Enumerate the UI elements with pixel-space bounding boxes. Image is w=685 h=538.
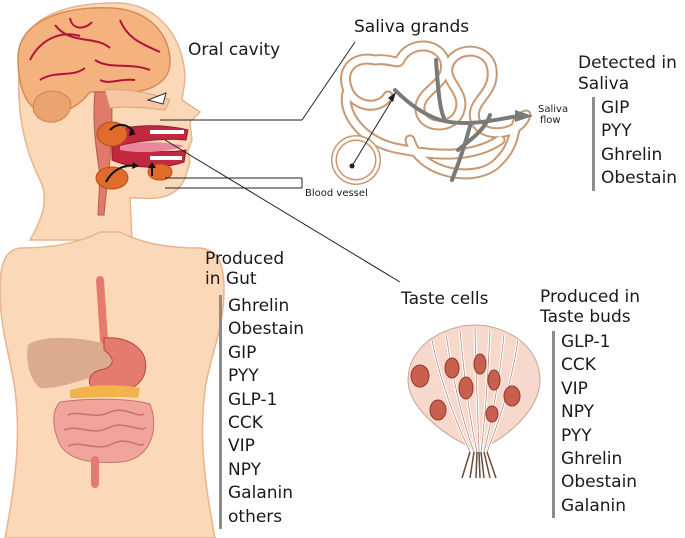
esophagus: [96, 276, 108, 344]
eye: [146, 92, 167, 105]
list-item: Galanin: [228, 483, 294, 504]
list-item: CCK: [228, 413, 263, 434]
nasal-cavity: [104, 89, 171, 111]
blood-vessel-label: Blood vessel: [305, 188, 368, 199]
cerebellum: [32, 90, 72, 123]
list-item: Obestain: [228, 319, 305, 340]
list-item: PYY: [601, 121, 632, 142]
oral-cavity-label: Oral cavity: [188, 40, 281, 60]
list-item: NPY: [561, 402, 594, 423]
list-item: others: [228, 506, 283, 527]
saliva-flow-label-line2: flow: [540, 115, 561, 126]
list-item: GIP: [601, 98, 630, 118]
tongue: [120, 142, 184, 153]
list-item: GLP-1: [228, 389, 278, 410]
detected-in-saliva-title-line2: Saliva: [578, 74, 630, 94]
produced-in-taste-buds-title-line2: Taste buds: [540, 307, 631, 327]
list-item: PYY: [561, 425, 592, 446]
list-item: PYY: [228, 366, 259, 387]
list-item: Obestain: [561, 472, 638, 493]
head-illustration: [17, 2, 202, 241]
pancreas: [70, 385, 140, 398]
list-item: Obestain: [601, 168, 678, 189]
list-item: Galanin: [561, 495, 627, 516]
produced-in-gut-title-line2: in Gut: [205, 269, 257, 289]
list-item: Ghrelin: [228, 296, 290, 316]
list-item: Ghrelin: [561, 449, 623, 470]
saliva-gland-illustration: [331, 40, 533, 185]
produced-in-gut-title-line1: Produced: [205, 249, 285, 269]
list-item: VIP: [228, 436, 255, 457]
parotid-gland: [96, 121, 128, 147]
submandibular-gland: [95, 166, 129, 190]
list-item: GLP-1: [561, 332, 611, 352]
saliva-glands-label: Saliva grands: [354, 17, 470, 37]
taste-bud-hormone-list: GLP-1 CCK VIP NPY PYY Ghrelin Obestain G…: [552, 331, 638, 519]
small-intestine: [53, 398, 155, 463]
list-item: NPY: [228, 459, 261, 480]
list-item: VIP: [561, 378, 588, 399]
body-illustration: [0, 231, 225, 538]
saliva-flow-label-line1: Saliva: [538, 104, 569, 115]
list-item: Ghrelin: [601, 144, 663, 165]
list-item: GIP: [228, 342, 257, 363]
list-item: CCK: [561, 355, 596, 376]
taste-cells-label: Taste cells: [401, 289, 489, 309]
produced-in-taste-buds-title-line1: Produced in: [540, 287, 641, 307]
taste-bud-illustration: [407, 324, 541, 479]
gut-hormone-list: Ghrelin Obestain GIP PYY GLP-1 CCK VIP N…: [219, 295, 305, 530]
detected-in-saliva-title-line1: Detected in: [578, 53, 677, 73]
saliva-hormone-list: GIP PYY Ghrelin Obestain: [592, 97, 677, 191]
